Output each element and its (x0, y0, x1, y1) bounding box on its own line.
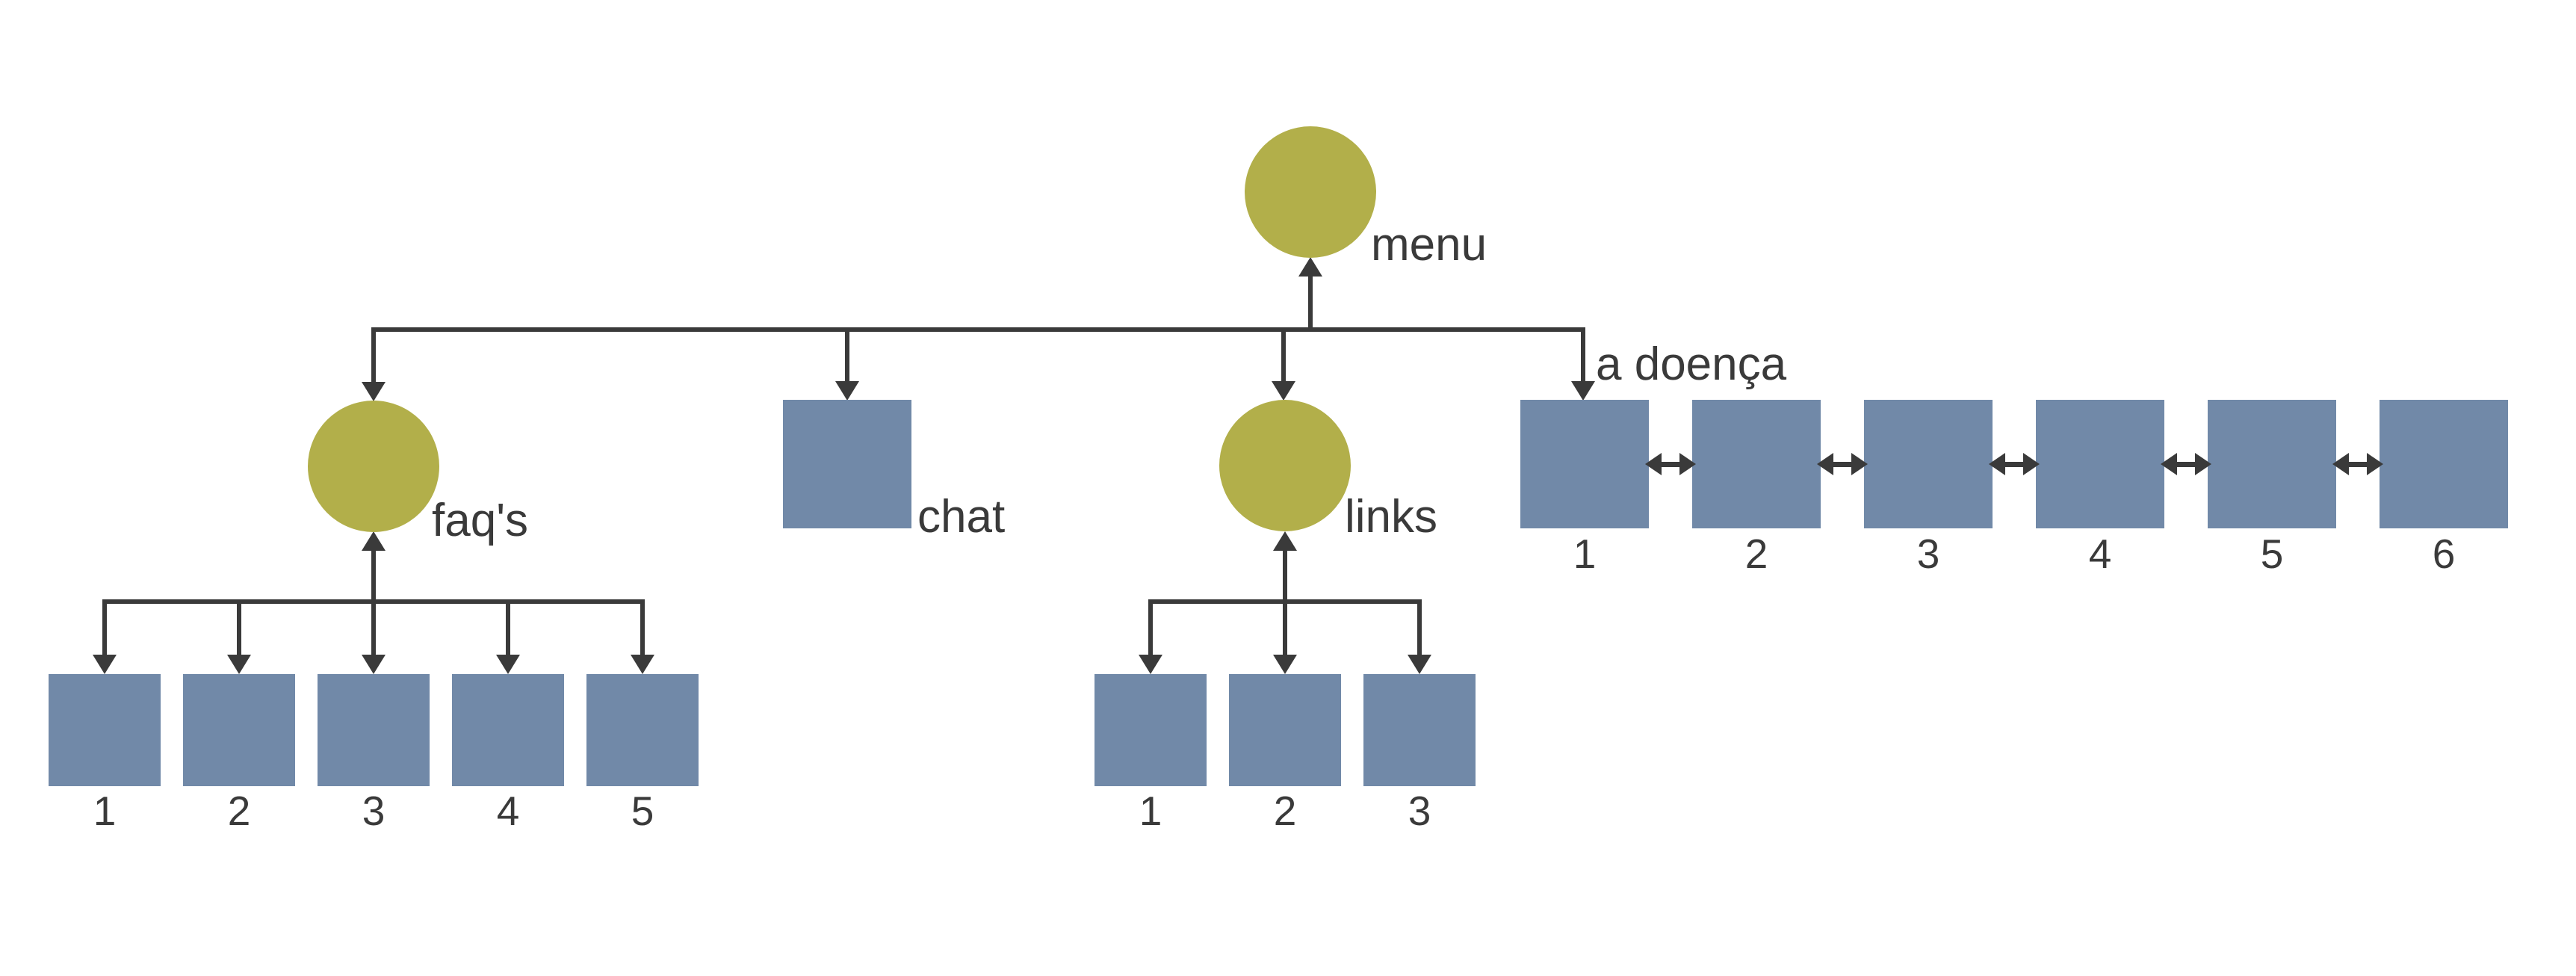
doenca-node-label: 1 (1573, 531, 1597, 577)
down-arrowhead-icon (1139, 655, 1162, 674)
doenca-node-6 (2380, 400, 2508, 528)
up-arrowhead-icon (362, 531, 386, 551)
doenca-double-arrow (2332, 453, 2383, 475)
arrow-shaft (2177, 461, 2195, 467)
chat-drop-line (845, 327, 849, 383)
doenca-node-label: 6 (2432, 531, 2456, 577)
down-arrowhead-icon (1408, 655, 1431, 674)
faq-up-stem-line (371, 549, 376, 604)
doenca-node-label: 4 (2088, 531, 2112, 577)
faq-child-label: 2 (227, 788, 251, 834)
doenca-node-3 (1864, 400, 1993, 528)
left-arrowhead-icon (1989, 453, 2005, 475)
faq-child-drop-line (640, 599, 645, 656)
faq-child-label: 4 (496, 788, 520, 834)
right-arrowhead-icon (2367, 453, 2383, 475)
arrow-shaft (2349, 461, 2367, 467)
arrow-shaft (1833, 461, 1851, 467)
arrow-shaft (1662, 461, 1679, 467)
faq-child-node-3 (318, 674, 430, 786)
links-child-label: 2 (1273, 788, 1297, 834)
doenca-node-4 (2036, 400, 2164, 528)
faq-child-label: 1 (93, 788, 117, 834)
links-child-label: 1 (1139, 788, 1162, 834)
menu-node (1245, 126, 1376, 258)
doenca-node-label: 2 (1744, 531, 1768, 577)
right-arrowhead-icon (2023, 453, 2040, 475)
doenca-node-1 (1520, 400, 1649, 528)
down-arrowhead-icon (227, 655, 251, 674)
down-arrowhead-icon (835, 381, 859, 401)
links-child-drop-line (1283, 599, 1287, 656)
faq-child-drop-line (102, 599, 107, 656)
doenca-node-5 (2208, 400, 2336, 528)
faq-child-label: 5 (631, 788, 654, 834)
menu-label: menu (1371, 219, 1487, 271)
links-child-node-3 (1363, 674, 1476, 786)
down-arrowhead-icon (1571, 381, 1595, 401)
right-arrowhead-icon (1679, 453, 1696, 475)
faq-drop-line (371, 327, 376, 384)
doenca-node-2 (1692, 400, 1821, 528)
faq-child-drop-line (506, 599, 510, 656)
links-up-stem-line (1283, 549, 1287, 604)
doenca-label: a doença (1596, 339, 1787, 390)
faq-child-drop-line (371, 599, 376, 656)
menu-stem-line (1308, 274, 1313, 332)
doenca-double-arrow (2161, 453, 2211, 475)
links-drop-line (1281, 327, 1286, 383)
doenca-node-label: 3 (1916, 531, 1940, 577)
faq-child-drop-line (237, 599, 241, 656)
right-arrowhead-icon (1851, 453, 1868, 475)
left-arrowhead-icon (2161, 453, 2177, 475)
down-arrowhead-icon (631, 655, 654, 674)
links-child-label: 3 (1408, 788, 1431, 834)
links-label: links (1345, 491, 1438, 543)
doenca-double-arrow (1817, 453, 1868, 475)
faqs-node (308, 401, 439, 532)
faq-child-node-2 (183, 674, 295, 786)
down-arrowhead-icon (362, 382, 386, 401)
links-child-drop-line (1148, 599, 1153, 656)
chat-label: chat (917, 491, 1006, 543)
links-child-drop-line (1417, 599, 1422, 656)
doenca-node-label: 5 (2260, 531, 2284, 577)
chat-node (783, 400, 911, 528)
up-arrowhead-icon (1298, 257, 1322, 277)
faq-child-node-5 (586, 674, 699, 786)
down-arrowhead-icon (1273, 655, 1297, 674)
links-child-node-1 (1095, 674, 1207, 786)
faq-child-node-4 (452, 674, 564, 786)
faq-child-label: 3 (362, 788, 386, 834)
up-arrowhead-icon (1273, 531, 1297, 551)
down-arrowhead-icon (496, 655, 520, 674)
doenca-double-arrow (1989, 453, 2040, 475)
left-arrowhead-icon (1645, 453, 1662, 475)
down-arrowhead-icon (1272, 381, 1295, 401)
down-arrowhead-icon (362, 655, 386, 674)
left-arrowhead-icon (2332, 453, 2349, 475)
links-child-node-2 (1229, 674, 1341, 786)
main-branch-line (374, 327, 1585, 332)
faq-child-node-1 (49, 674, 161, 786)
faqs-label: faq's (432, 495, 529, 546)
left-arrowhead-icon (1817, 453, 1833, 475)
arrow-shaft (2005, 461, 2023, 467)
links-node (1219, 400, 1351, 531)
down-arrowhead-icon (93, 655, 117, 674)
doenca-double-arrow (1645, 453, 1696, 475)
doenca-drop-line (1581, 327, 1585, 383)
right-arrowhead-icon (2195, 453, 2211, 475)
